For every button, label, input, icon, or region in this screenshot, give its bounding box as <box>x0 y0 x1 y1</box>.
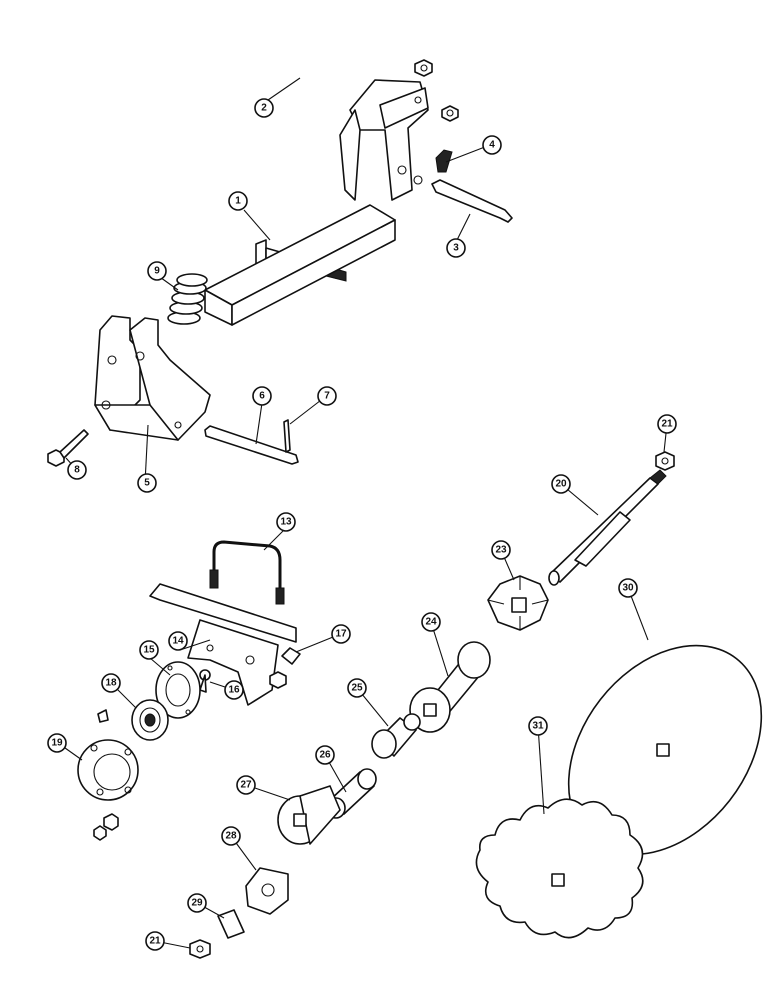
callout-31: 31 <box>528 716 548 736</box>
callout-14: 14 <box>168 631 188 651</box>
callout-3: 3 <box>446 238 466 258</box>
callout-27: 27 <box>236 775 256 795</box>
callout-label: 18 <box>105 678 117 689</box>
callout-30: 30 <box>618 578 638 598</box>
callout-label: 17 <box>335 629 347 640</box>
bolt-16-part <box>199 669 211 693</box>
callout-label: 25 <box>351 683 363 694</box>
long-pin-part <box>204 425 299 465</box>
nut-21-top <box>655 451 675 471</box>
callout-5: 5 <box>137 473 157 493</box>
callout-label: 21 <box>661 419 673 430</box>
callout-6: 6 <box>252 386 272 406</box>
callout-26: 26 <box>315 745 335 765</box>
callout-label: 5 <box>144 478 150 489</box>
callout-24: 24 <box>421 612 441 632</box>
nut-21-bottom <box>189 939 211 959</box>
callout-28: 28 <box>221 826 241 846</box>
bearing-part <box>131 699 169 741</box>
main-arm-part <box>204 79 429 326</box>
callout-label: 29 <box>191 898 203 909</box>
callout-label: 7 <box>324 391 330 402</box>
callout-4: 4 <box>482 135 502 155</box>
callout-18: 18 <box>101 673 121 693</box>
callout-label: 31 <box>532 721 544 732</box>
callout-label: 27 <box>240 780 252 791</box>
callout-label: 2 <box>261 103 267 114</box>
callout-label: 15 <box>143 645 155 656</box>
nut-upper <box>414 59 433 77</box>
callout-21-bottom: 21 <box>145 931 165 951</box>
bolt-17-part <box>281 647 301 665</box>
bearing-housing-part <box>77 739 139 801</box>
callout-29: 29 <box>187 893 207 913</box>
callout-label: 16 <box>228 685 240 696</box>
callout-1: 1 <box>228 191 248 211</box>
callout-label: 23 <box>495 545 507 556</box>
flanged-washer-part <box>487 575 549 631</box>
callout-label: 28 <box>225 831 237 842</box>
hex-bolt-part <box>47 429 89 467</box>
callout-20: 20 <box>551 474 571 494</box>
callout-15: 15 <box>139 640 159 660</box>
bracket-part <box>94 315 211 441</box>
mounting-plate-part <box>149 583 297 706</box>
small-bolt-19 <box>97 709 109 723</box>
callout-label: 4 <box>489 140 495 151</box>
spool-part <box>409 641 491 733</box>
cotter-pin-part <box>283 419 291 453</box>
flange-plate-part <box>155 661 201 719</box>
small-nuts-19 <box>93 813 119 841</box>
callout-label: 8 <box>74 465 80 476</box>
callout-label: 3 <box>453 243 459 254</box>
callout-label: 21 <box>149 936 161 947</box>
callout-16: 16 <box>224 680 244 700</box>
callout-label: 6 <box>259 391 265 402</box>
clip-part <box>435 149 453 173</box>
washer-plate-part <box>217 909 245 939</box>
callout-2: 2 <box>254 98 274 118</box>
callout-label: 19 <box>51 738 63 749</box>
callout-17: 17 <box>331 624 351 644</box>
cone-spacer-part <box>371 713 421 759</box>
spring-part <box>167 273 208 325</box>
callout-9: 9 <box>147 261 167 281</box>
pin-part <box>431 179 513 223</box>
callout-label: 1 <box>235 196 241 207</box>
end-cap-part <box>277 785 341 845</box>
callout-label: 30 <box>622 583 634 594</box>
callout-label: 24 <box>425 617 437 628</box>
callout-8: 8 <box>67 460 87 480</box>
callout-label: 20 <box>555 479 567 490</box>
callout-19: 19 <box>47 733 67 753</box>
callout-label: 9 <box>154 266 160 277</box>
callout-label: 26 <box>319 750 331 761</box>
callout-23: 23 <box>491 540 511 560</box>
callout-25: 25 <box>347 678 367 698</box>
notched-disc-blade-part <box>475 798 644 939</box>
callout-13: 13 <box>276 512 296 532</box>
washer-upper <box>441 105 459 122</box>
callout-21-top: 21 <box>657 414 677 434</box>
nut-small-14 <box>269 671 287 689</box>
u-bolt-part <box>209 540 285 605</box>
axle-shaft-part <box>548 469 667 586</box>
callout-7: 7 <box>317 386 337 406</box>
clamp-block-part <box>245 867 289 915</box>
callout-label: 13 <box>280 517 292 528</box>
callout-label: 14 <box>172 636 184 647</box>
